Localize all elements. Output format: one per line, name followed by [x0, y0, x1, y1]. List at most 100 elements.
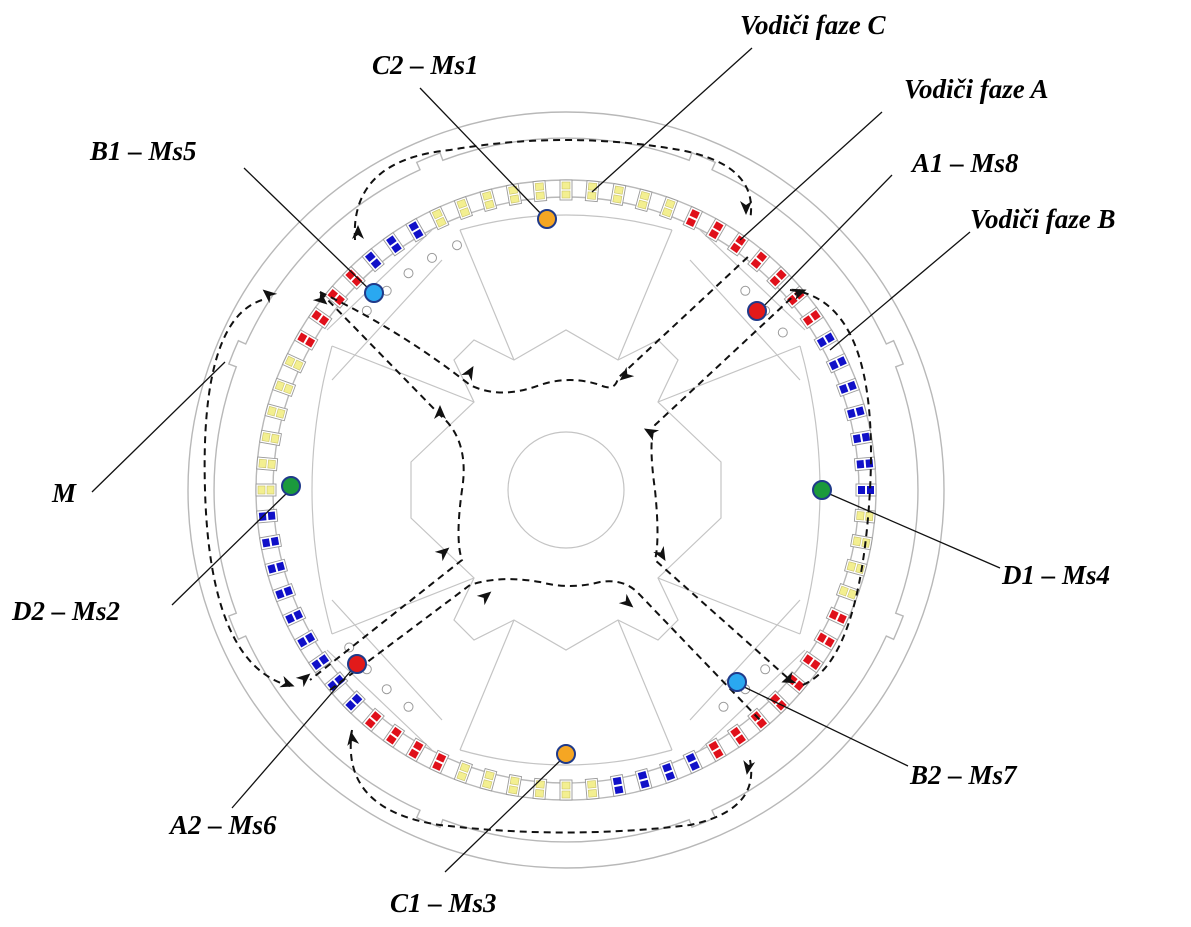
stator-slot	[705, 737, 727, 763]
stator-slot	[428, 205, 450, 231]
stator-slot	[405, 737, 427, 763]
phase-a-conductor	[756, 718, 768, 729]
rotor-hole	[381, 684, 392, 695]
stator-slot	[532, 180, 548, 203]
stator-slot	[559, 779, 573, 801]
stator-slot	[324, 671, 349, 695]
flux-arrow	[619, 366, 635, 381]
phase-c-conductor	[261, 432, 271, 443]
stator-slot	[634, 188, 653, 212]
stator-slot	[479, 768, 498, 792]
sensor-a1-ms8	[747, 301, 767, 321]
phase-c-conductor	[267, 406, 277, 417]
phase-a-conductor	[816, 632, 827, 643]
phase-a-conductor	[386, 734, 397, 745]
phase-a-conductor	[689, 209, 700, 219]
stator-slot	[766, 265, 791, 290]
stator-slot	[255, 483, 277, 497]
stator-slot	[835, 582, 860, 603]
phase-c-conductor	[535, 191, 545, 200]
stator-slot	[584, 777, 600, 800]
sensor-a2-ms6	[347, 654, 367, 674]
phase-a-conductor	[824, 637, 835, 648]
hall-sensors	[281, 209, 832, 764]
flux-path-right-inner	[650, 289, 801, 681]
phase-a-conductor	[318, 315, 330, 326]
flux-path-bottom	[349, 729, 753, 834]
phase-a-conductor	[810, 659, 821, 670]
stator-slot	[844, 403, 868, 422]
stator-slot	[341, 265, 366, 290]
housing-notched-ring	[213, 137, 919, 843]
phase-c-conductor	[838, 585, 849, 597]
phase-c-conductor	[274, 380, 285, 392]
phase-b-conductor	[865, 459, 874, 468]
flux-path-right	[789, 289, 872, 687]
label-vodici-faze-a: Vodiči faze A	[904, 74, 1049, 104]
phase-a-conductor	[776, 269, 787, 280]
phase-a-conductor	[311, 310, 322, 321]
flux-arrow	[279, 675, 295, 688]
sensor-c2-ms1	[537, 209, 557, 229]
phase-a-conductor	[735, 734, 746, 745]
phase-c-conductor	[484, 199, 495, 210]
stator-slot	[264, 558, 288, 577]
phase-b-conductor	[293, 609, 304, 620]
phase-a-conductor	[713, 748, 724, 759]
phase-a-conductor	[837, 613, 847, 624]
rotor-web-nw	[326, 229, 443, 381]
stator-slot	[307, 650, 333, 674]
phase-b-conductor	[364, 251, 376, 262]
phase-c-conductor	[561, 790, 571, 799]
flux-paths	[203, 139, 872, 834]
rotor-hole	[760, 664, 771, 675]
slot-outline	[341, 690, 366, 715]
rotor-web-se	[689, 599, 806, 751]
rotor-pole-s	[459, 749, 673, 766]
flux-arrow	[791, 288, 807, 301]
phase-c-conductor	[587, 780, 597, 789]
stator-slot	[835, 377, 860, 398]
stator-slot	[307, 306, 333, 330]
phase-a-conductor	[802, 315, 814, 326]
stator-slot	[705, 217, 727, 243]
stator-slot	[259, 533, 282, 551]
slot-outline	[747, 248, 771, 273]
phase-a-conductor	[787, 294, 798, 306]
phase-a-conductor	[794, 680, 805, 692]
stator-slot	[813, 629, 839, 651]
phase-c-conductor	[664, 198, 676, 209]
stator-slot	[505, 774, 523, 797]
stator-slot	[825, 606, 851, 628]
label-c2-ms1: C2 – Ms1	[372, 50, 479, 80]
leader-vodici-a	[739, 111, 883, 241]
stator-slot	[844, 558, 868, 577]
phase-c-conductor	[587, 191, 597, 200]
stator-slot	[341, 690, 366, 715]
leader-a2	[231, 664, 357, 809]
stator-slot	[559, 179, 573, 201]
phase-c-conductor	[267, 459, 276, 469]
phase-b-conductor	[267, 564, 277, 574]
housing-outer-ring	[187, 111, 945, 869]
leader-a1	[759, 174, 893, 311]
stator-slot	[813, 329, 839, 351]
phase-b-conductor	[305, 632, 316, 643]
slot-outline	[766, 690, 791, 715]
phase-c-conductor	[561, 190, 571, 199]
leader-d1	[824, 491, 1001, 569]
label-c1-ms3: C1 – Ms3	[390, 888, 497, 918]
phase-b-conductor	[391, 242, 402, 254]
phase-b-conductor	[267, 511, 276, 521]
flux-arrows	[262, 201, 807, 775]
stator-housing	[187, 111, 945, 869]
stator-slot	[405, 217, 427, 243]
phase-c-conductor	[509, 776, 520, 786]
phase-b-conductor	[637, 771, 648, 780]
phase-b-conductor	[665, 771, 676, 781]
slot-outline	[361, 707, 385, 732]
rotor-hole	[452, 240, 462, 251]
phase-a-conductor	[351, 275, 363, 287]
phase-b-conductor	[837, 356, 847, 367]
